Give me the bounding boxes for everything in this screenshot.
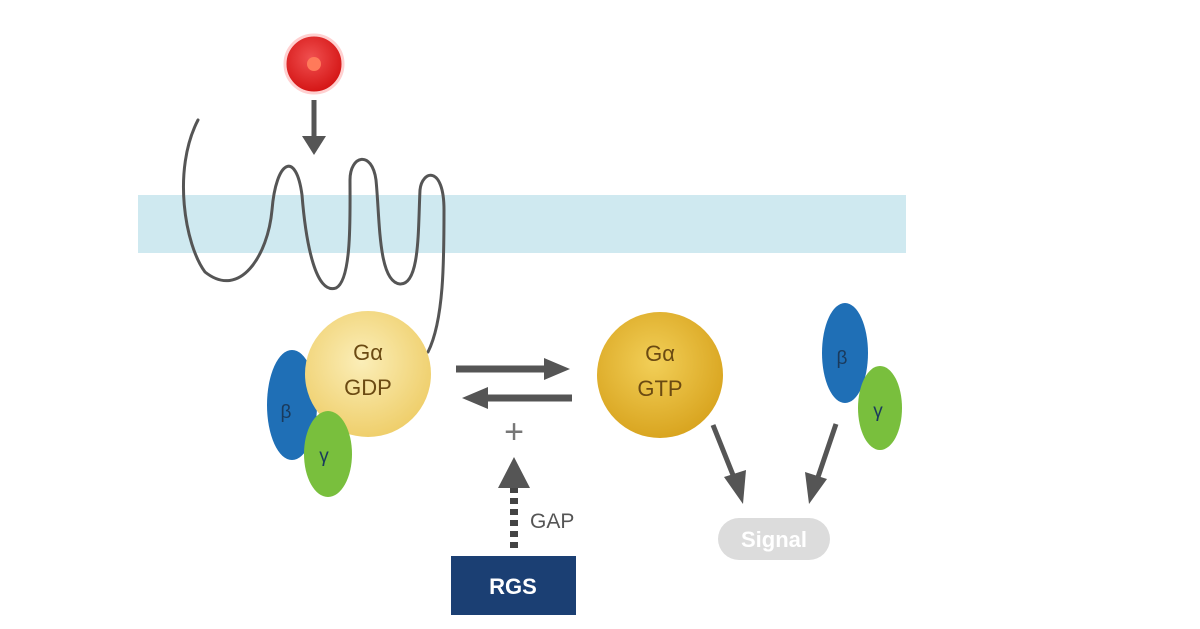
galpha-gtp: Gα GTP: [597, 312, 723, 438]
beta-label-right: β: [837, 348, 848, 369]
gamma-subunit-right: [858, 366, 902, 450]
galpha-gtp-line1: Gα: [645, 341, 675, 366]
plus-sign: +: [504, 413, 524, 451]
gap-label: GAP: [530, 510, 574, 533]
beta-label-left: β: [281, 402, 292, 423]
gamma-subunit-left: [304, 411, 352, 497]
galpha-gdp-line1: Gα: [353, 340, 383, 365]
gamma-label-left: γ: [319, 446, 329, 467]
equilibrium-arrows: [456, 358, 572, 409]
signal-label: Signal: [741, 527, 807, 552]
ligand-binding-arrow: [302, 100, 326, 155]
signal-arrows: [710, 423, 839, 504]
signal-output: Signal: [718, 518, 830, 560]
rgs-label: RGS: [489, 574, 537, 599]
membrane-band: [138, 195, 906, 253]
galpha-gdp-line2: GDP: [344, 375, 392, 400]
receptor-icon: [181, 118, 446, 354]
beta-subunit-left: [267, 350, 317, 460]
galpha-gdp: Gα GDP: [305, 311, 431, 437]
gap-arrow: [498, 457, 530, 548]
beta-subunit-right: [822, 303, 868, 403]
rgs-box: RGS: [451, 556, 576, 615]
gamma-label-right: γ: [873, 401, 883, 422]
ligand-icon: [283, 33, 345, 95]
galpha-gtp-line2: GTP: [637, 376, 682, 401]
